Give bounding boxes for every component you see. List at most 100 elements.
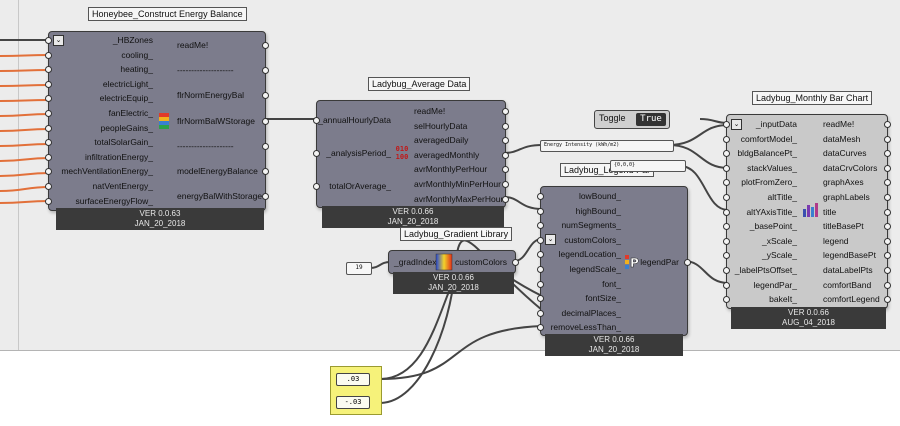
output-port[interactable] [884,281,891,289]
input-port[interactable] [537,309,544,317]
input-param-4[interactable]: legendLocation_ [558,249,621,260]
output-param-6[interactable]: title [823,206,837,217]
output-port[interactable] [262,168,269,175]
input-port[interactable] [313,117,320,124]
grad-index-panel[interactable]: 19 [346,262,372,275]
output-param-7[interactable]: titleBasePt [823,221,864,232]
input-port[interactable] [723,135,730,143]
input-port[interactable] [45,95,52,103]
output-param-0[interactable]: readMe! [414,106,446,116]
input-port[interactable] [723,150,730,158]
input-param-12[interactable]: bakeIt_ [769,294,797,305]
output-param-9[interactable]: legendBasePt [823,250,876,261]
output-port[interactable] [262,142,269,150]
input-port[interactable] [313,183,320,190]
input-param-9[interactable]: removeLessThan_ [550,322,621,333]
input-port[interactable] [45,153,52,161]
input-port[interactable] [537,324,544,332]
input-port[interactable] [723,223,730,231]
grad-index-input[interactable]: _gradIndex [394,257,437,267]
input-port[interactable] [45,124,52,132]
input-port[interactable] [537,193,544,200]
input-param-8[interactable]: decimalPlaces_ [561,307,621,318]
input-param-8[interactable]: infiltrationEnergy_ [84,151,153,162]
input-port[interactable] [45,197,52,205]
input-port[interactable] [723,237,730,245]
toggle-value[interactable]: True [636,113,666,126]
input-port[interactable] [45,80,52,88]
output-param-2[interactable]: dataCurves [823,148,867,159]
input-param-9[interactable]: _yScale_ [762,250,797,261]
input-port[interactable] [45,139,52,147]
input-port[interactable] [537,280,544,288]
base-point-panel[interactable]: {0,0,0} [610,160,686,172]
input-port[interactable] [45,37,52,44]
input-param-7[interactable]: fontSize_ [585,293,621,304]
input-param-0[interactable]: _annualHourlyData [318,115,391,125]
output-port[interactable] [884,135,891,143]
output-param-0[interactable]: readMe! [177,40,209,50]
input-param-8[interactable]: _xScale_ [762,235,797,246]
input-port[interactable] [723,281,730,289]
input-param-0[interactable]: _HBZones [112,35,153,45]
input-param-3[interactable]: customColors_ [564,234,621,245]
output-param-3[interactable]: dataCrvColors [823,162,878,173]
output-param-1[interactable]: -------------------- [177,65,234,76]
input-port[interactable] [723,179,730,187]
output-param-12[interactable]: comfortLegend [823,294,880,305]
input-param-1[interactable]: comfortModel_ [740,133,797,144]
output-param-6[interactable]: energyBalWithStorage [177,191,263,202]
input-param-1[interactable]: cooling_ [121,49,153,60]
output-param-2[interactable]: flrNormEnergyBal [177,90,245,101]
output-port[interactable] [884,237,891,245]
input-port[interactable] [45,183,52,190]
output-port[interactable] [884,223,891,231]
boolean-toggle[interactable]: Toggle True [594,110,670,129]
gradient-library-component[interactable]: _gradIndex customColors [388,250,519,274]
input-port[interactable] [45,168,52,176]
input-param-2[interactable]: totalOrAverage_ [329,181,391,191]
output-param-1[interactable]: selHourlyData [414,120,468,131]
output-port[interactable] [262,117,269,125]
output-param-1[interactable]: dataMesh [823,133,861,144]
output-param-11[interactable]: comfortBand [823,279,872,290]
input-param-1[interactable]: _analysisPeriod_ [326,148,391,158]
output-port[interactable] [262,42,269,49]
input-param-4[interactable]: plotFromZero_ [741,177,797,188]
output-port[interactable] [512,259,519,266]
input-port[interactable] [723,252,730,260]
output-port[interactable] [502,195,509,203]
legend-par-output[interactable]: legendPar [640,257,679,267]
output-param-6[interactable]: avrMonthlyMaxPerHour [414,193,504,204]
output-param-4[interactable]: graphAxes [823,177,864,188]
output-port[interactable] [502,181,509,188]
input-param-2[interactable]: heating_ [120,64,153,75]
input-port[interactable] [537,236,544,244]
energy-intensity-panel[interactable]: Energy Intensity (kWh/m2) [540,140,674,152]
output-port[interactable] [884,252,891,260]
output-param-3[interactable]: averagedMonthly [414,149,480,160]
input-port[interactable] [537,207,544,215]
output-port[interactable] [884,150,891,158]
output-port[interactable] [502,166,509,174]
input-port[interactable] [723,121,730,128]
input-port[interactable] [45,66,52,74]
output-param-4[interactable]: -------------------- [177,140,234,151]
average-data-component[interactable]: _annualHourlyData _analysisPeriod_ totalOr… [313,100,509,208]
input-port[interactable] [537,251,544,259]
output-param-5[interactable]: modelEnergyBalance [177,166,258,176]
input-param-5[interactable]: legendScale_ [569,264,621,274]
input-param-6[interactable]: altYAxisTitle_ [746,206,797,217]
input-param-3[interactable]: stackValues_ [747,162,797,173]
input-port[interactable] [723,194,730,201]
output-port[interactable] [884,267,891,274]
output-param-3[interactable]: flrNormBalWStorage [177,115,255,126]
output-param-8[interactable]: legend [823,235,849,246]
output-port[interactable] [502,151,509,159]
input-param-4[interactable]: electricEquip_ [99,93,153,104]
input-param-9[interactable]: mechVentilationEnergy_ [61,166,153,177]
output-param-10[interactable]: dataLabelPts [823,265,873,275]
slider-a-value[interactable]: .03 [336,373,370,386]
